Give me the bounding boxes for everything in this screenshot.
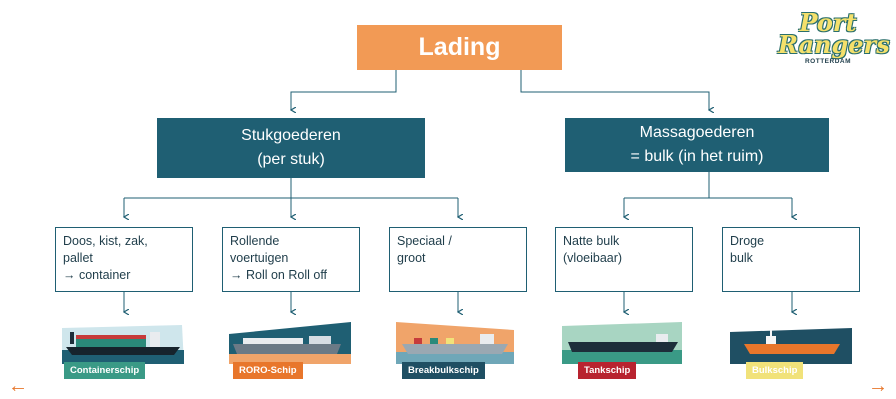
next-arrow-glyph: → <box>868 375 888 397</box>
next-arrow-icon[interactable]: → <box>868 376 888 396</box>
leaf-line: Droge <box>730 234 765 248</box>
leaf-doos-kist: Doos, kist, zak, pallet → container <box>55 227 193 292</box>
ship-label-breakbulk: Breakbulkschip <box>402 362 485 379</box>
ship-label-text: RORO-Schip <box>239 365 297 376</box>
port-rangers-logo: Port Rangers ROTTERDAM <box>778 8 890 82</box>
leaf-line: Rollende <box>230 234 280 248</box>
leaf-line: Doos, kist, zak, <box>63 234 148 248</box>
ship-label-text: Tankschip <box>584 365 631 376</box>
ship-card-container: Containerschip <box>62 322 190 384</box>
logo-line2: Rangers <box>778 30 890 59</box>
breakbulk-ship-icon <box>396 322 514 364</box>
leaf-line: Natte bulk <box>563 234 620 248</box>
ship-label-text: Bulkschip <box>752 365 798 376</box>
leaf-line: Speciaal / <box>397 234 452 248</box>
leaf-line: bulk <box>730 251 753 265</box>
prev-arrow-glyph: ← <box>8 375 28 397</box>
category-line1: Massagoederen <box>639 124 755 141</box>
category-line1: Stukgoederen <box>241 127 341 144</box>
leaf-droge-bulk: Droge bulk <box>722 227 860 292</box>
logo-line3: ROTTERDAM <box>804 58 852 65</box>
container-ship-icon <box>62 325 184 364</box>
ship-label-roro: RORO-Schip <box>233 362 303 379</box>
ship-card-bulk: Bulkschip <box>730 322 854 384</box>
leaf-line: voertuigen <box>230 251 289 265</box>
tanker-ship-icon <box>562 322 682 364</box>
prev-arrow-icon[interactable]: ← <box>8 376 28 396</box>
ship-card-tanker: Tankschip <box>562 322 686 384</box>
leaf-line: → container <box>63 268 131 282</box>
ship-label-text: Breakbulkschip <box>408 365 479 376</box>
leaf-line: pallet <box>63 251 93 265</box>
ship-card-breakbulk: Breakbulkschip <box>396 322 520 384</box>
leaf-line: → Roll on Roll off <box>230 268 328 282</box>
category-stukgoederen: Stukgoederen (per stuk) <box>157 118 425 178</box>
ship-label-containerschip: Containerschip <box>64 362 146 379</box>
leaf-rollende-voertuigen: Rollende voertuigen → Roll on Roll off <box>222 227 360 292</box>
leaf-line: (vloeibaar) <box>563 251 623 265</box>
ship-label-text: Containerschip <box>70 365 140 376</box>
leaf-speciaal-groot: Speciaal / groot <box>389 227 527 292</box>
title-box: Lading <box>357 25 562 70</box>
ship-card-roro: RORO-Schip <box>229 322 353 384</box>
ship-label-tankschip: Tankschip <box>578 362 637 379</box>
category-line2: (per stuk) <box>257 151 325 168</box>
roro-ship-icon <box>229 322 351 364</box>
logo-line1: Port <box>799 8 857 37</box>
category-massagoederen: Massagoederen = bulk (in het ruim) <box>565 118 829 172</box>
title-text: Lading <box>418 33 501 61</box>
bulk-ship-icon <box>730 328 852 364</box>
ship-label-bulkschip: Bulkschip <box>746 362 804 379</box>
leaf-line: groot <box>397 251 426 265</box>
category-line2: = bulk (in het ruim) <box>630 148 764 165</box>
leaf-natte-bulk: Natte bulk (vloeibaar) <box>555 227 693 292</box>
